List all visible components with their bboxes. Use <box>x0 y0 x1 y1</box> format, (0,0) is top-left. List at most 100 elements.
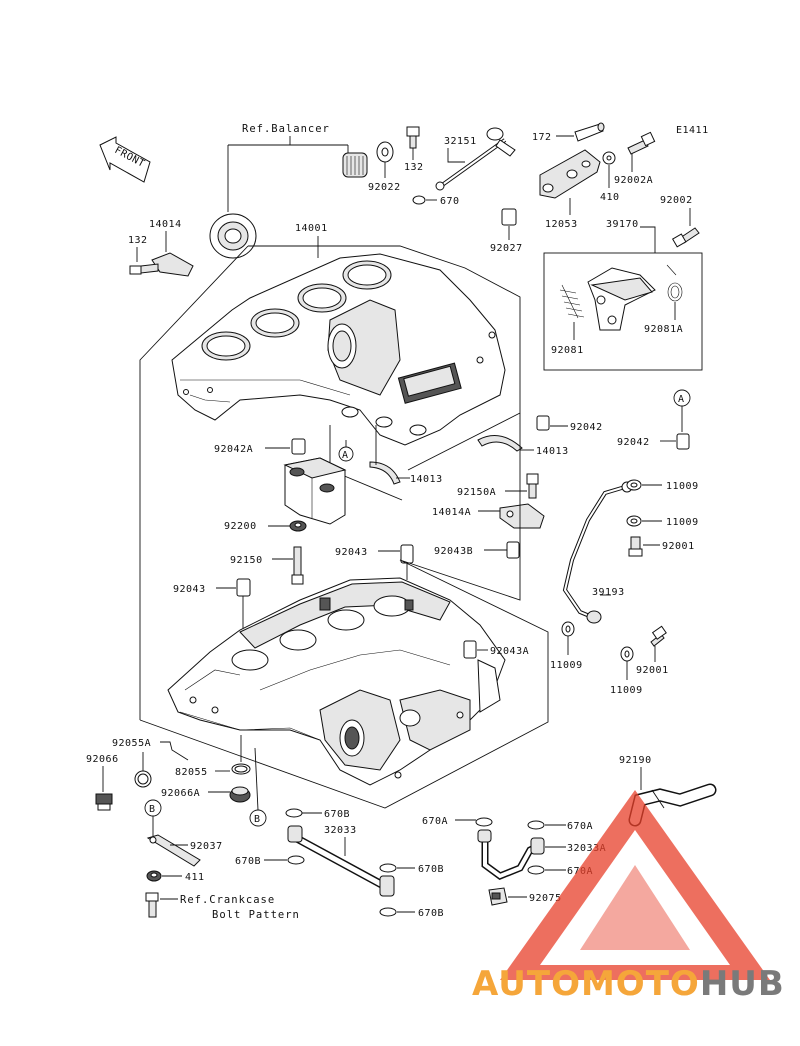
diagram-code: E1411 <box>676 125 709 136</box>
label-92042A: 92042A <box>214 444 253 455</box>
label-670A-1: 670A <box>422 816 448 827</box>
label-92081A: 92081A <box>644 324 683 335</box>
clip-92075-icon <box>488 887 508 906</box>
bracket-92037 <box>146 834 201 867</box>
label-11009-4: 11009 <box>610 685 643 696</box>
oil-pipe-32033 <box>287 825 395 897</box>
label-92001-2: 92001 <box>636 665 669 676</box>
bolt-92150-icon <box>291 546 304 585</box>
label-14013-low: 14013 <box>410 474 443 485</box>
bolt-92002-icon <box>671 227 700 248</box>
bearing-shell-14013-lower <box>369 461 401 485</box>
upper-crankcase <box>171 253 506 446</box>
label-92200: 92200 <box>224 521 257 532</box>
label-172: 172 <box>532 132 552 143</box>
label-92066: 92066 <box>86 754 119 765</box>
circle-a-right-label: A <box>678 394 685 405</box>
bolt-crankcase-icon <box>145 892 159 918</box>
label-92042-right: 92042 <box>570 422 603 433</box>
label-14014-top: 14014 <box>149 219 182 230</box>
label-411: 411 <box>185 872 205 883</box>
needle-bearing <box>342 152 368 178</box>
label-670B-2: 670B <box>235 856 261 867</box>
label-14014A: 14014A <box>432 507 471 518</box>
label-39170: 39170 <box>606 219 639 230</box>
circle-b-right-label: B <box>254 814 261 825</box>
label-92055A: 92055A <box>112 738 151 749</box>
label-32033A: 32033A <box>567 843 606 854</box>
label-92002A: 92002A <box>614 175 653 186</box>
logo-text-hub: HUB <box>700 964 785 1004</box>
label-14013-right: 14013 <box>536 446 569 457</box>
label-92043B: 92043B <box>434 546 473 557</box>
bolt-132-left-icon <box>129 263 159 275</box>
bolt-92150A-icon <box>526 473 539 499</box>
oil-pipe-39193 <box>562 481 633 624</box>
label-11009-3: 11009 <box>550 660 583 671</box>
automotohub-logo: AUTOMOTOHUB <box>472 790 785 1004</box>
bolt-92001-2-icon <box>650 625 667 647</box>
spring-92081 <box>559 284 585 319</box>
label-92075: 92075 <box>529 893 562 904</box>
oil-pipe-32033A <box>477 829 545 880</box>
label-92043A: 92043A <box>490 646 529 657</box>
label-32151: 32151 <box>444 136 477 147</box>
bolt-92002A-icon <box>627 131 656 155</box>
label-670B-4: 670B <box>418 908 444 919</box>
logo-triangle-icon <box>500 790 770 980</box>
label-670A-2: 670A <box>567 821 593 832</box>
bolt-92001-1-icon <box>628 536 643 557</box>
label-92150: 92150 <box>230 555 263 566</box>
svg-text:AUTOMOTOHUB: AUTOMOTOHUB <box>472 964 785 1004</box>
label-82055: 82055 <box>175 767 208 778</box>
plug-92066A-icon <box>229 786 251 803</box>
label-670-top: 670 <box>440 196 460 207</box>
label-132-left: 132 <box>128 235 148 246</box>
chain-guide-12053 <box>539 149 601 199</box>
plate-14014 <box>151 252 194 277</box>
drain-plug-92066-icon <box>95 793 113 811</box>
logo-text-automoto: AUTOMOTO <box>472 964 700 1004</box>
label-11009-1: 11009 <box>666 481 699 492</box>
tensioner-box <box>543 252 703 371</box>
lower-crankcase <box>167 577 506 786</box>
label-132-mid: 132 <box>404 162 424 173</box>
label-92037: 92037 <box>190 841 223 852</box>
circle-b-left-label: B <box>149 804 156 815</box>
bearing-shell-14013-upper <box>477 435 523 452</box>
label-39193: 39193 <box>592 587 625 598</box>
bearing-cap <box>283 457 347 525</box>
label-92027: 92027 <box>490 243 523 254</box>
label-92150A: 92150A <box>457 487 496 498</box>
label-92002: 92002 <box>660 195 693 206</box>
label-11009-2: 11009 <box>666 517 699 528</box>
bolt-132-icon <box>406 126 420 149</box>
balancer-bearing <box>209 213 257 259</box>
label-92081: 92081 <box>551 345 584 356</box>
label-14001: 14001 <box>295 223 328 234</box>
circle-b-right <box>249 809 267 827</box>
pin-172 <box>574 122 605 142</box>
label-32033: 32033 <box>324 825 357 836</box>
ref-balancer-label: Ref.Balancer <box>242 123 330 135</box>
label-92066A: 92066A <box>161 788 200 799</box>
label-92022: 92022 <box>368 182 401 193</box>
label-670B-3: 670B <box>418 864 444 875</box>
label-670B-1: 670B <box>324 809 350 820</box>
spring-92081A <box>666 264 683 302</box>
ref-crankcase-line2: Bolt Pattern <box>212 909 300 921</box>
front-arrow-icon: FRONT <box>99 136 151 183</box>
label-410: 410 <box>600 192 620 203</box>
label-92043-left: 92043 <box>173 584 206 595</box>
tensioner-39170 <box>587 267 656 331</box>
label-92042-far: 92042 <box>617 437 650 448</box>
label-12053: 12053 <box>545 219 578 230</box>
label-92001-1: 92001 <box>662 541 695 552</box>
label-92043-mid: 92043 <box>335 547 368 558</box>
shift-rod <box>435 127 516 191</box>
label-92190: 92190 <box>619 755 652 766</box>
ref-crankcase-line1: Ref.Crankcase <box>180 894 275 906</box>
plate-14014A <box>499 503 545 529</box>
circle-a-left-label: A <box>342 450 349 461</box>
